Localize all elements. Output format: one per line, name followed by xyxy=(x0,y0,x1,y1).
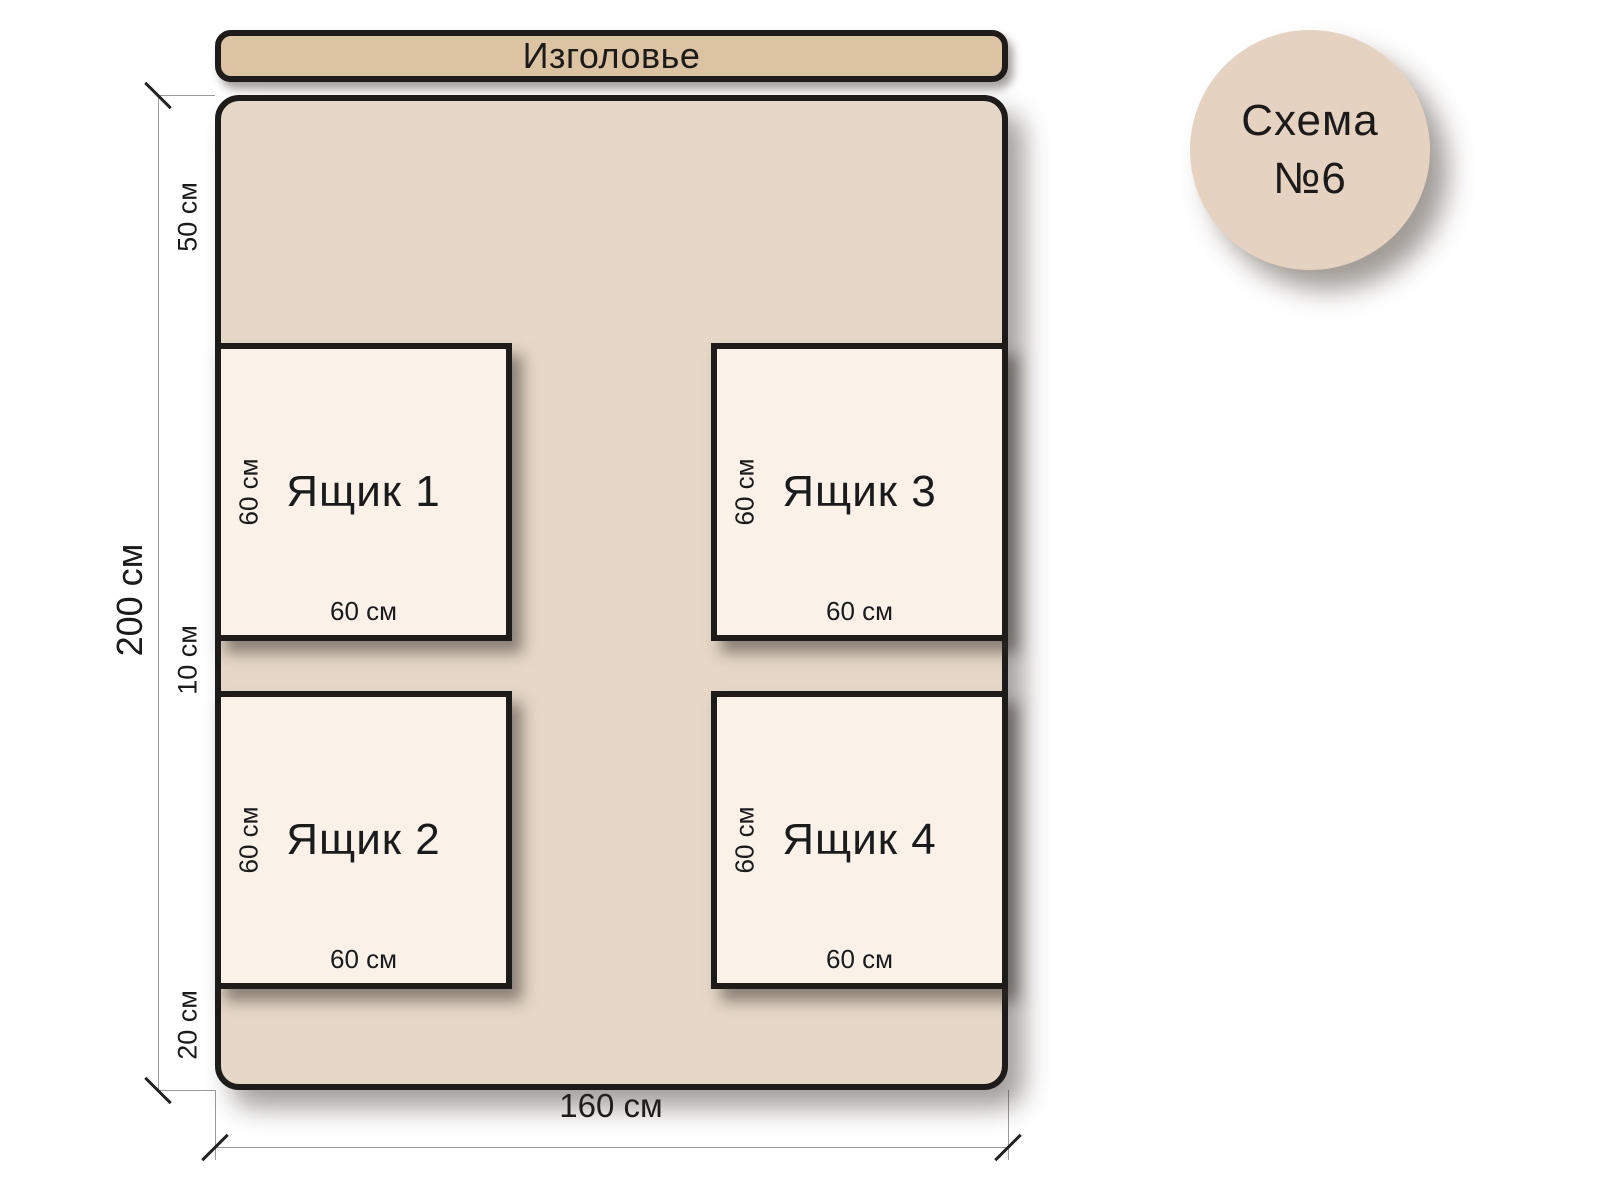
drawer-1-width-label: 60 см xyxy=(329,596,398,626)
scheme-badge-line1: Схема xyxy=(1241,95,1379,145)
drawer-1-label: Ящик 1 xyxy=(286,467,441,516)
width-dimension-right-extension xyxy=(1008,1090,1009,1160)
drawer-4-width-label: 60 см xyxy=(825,944,894,974)
headboard: Изголовье xyxy=(215,30,1008,82)
height-dimension-bottom-connector xyxy=(158,1090,215,1091)
width-dimension-left-extension xyxy=(215,1090,216,1160)
drawer-4-height-label: 60 см xyxy=(729,806,760,874)
gap-bottom-label: 20 см xyxy=(172,990,203,1060)
bed-height-label: 200 см xyxy=(109,543,150,657)
scheme-badge-line2: №6 xyxy=(1273,154,1347,203)
bed-width-label: 160 см xyxy=(559,1087,663,1124)
drawer-3: Ящик 3 60 см 60 см xyxy=(711,343,1008,641)
drawer-4-label: Ящик 4 xyxy=(782,815,937,864)
width-dimension-line xyxy=(215,1147,1008,1148)
gap-top-label: 50 см xyxy=(172,182,203,252)
height-dimension-line xyxy=(158,95,159,1090)
gap-middle-label: 10 см xyxy=(172,625,203,695)
height-dimension-top-connector xyxy=(158,95,215,96)
drawer-3-width-label: 60 см xyxy=(825,596,894,626)
drawer-3-label: Ящик 3 xyxy=(782,467,937,516)
drawer-1-height-label: 60 см xyxy=(233,458,264,526)
drawer-2: Ящик 2 60 см 60 см xyxy=(215,691,512,989)
drawer-2-height-label: 60 см xyxy=(233,806,264,874)
headboard-label: Изголовье xyxy=(522,35,701,76)
drawer-2-label: Ящик 2 xyxy=(286,815,441,864)
drawer-1: Ящик 1 60 см 60 см xyxy=(215,343,512,641)
scheme-number-badge: Схема №6 xyxy=(1190,30,1430,270)
drawer-3-height-label: 60 см xyxy=(729,458,760,526)
drawer-4: Ящик 4 60 см 60 см xyxy=(711,691,1008,989)
drawer-2-width-label: 60 см xyxy=(329,944,398,974)
